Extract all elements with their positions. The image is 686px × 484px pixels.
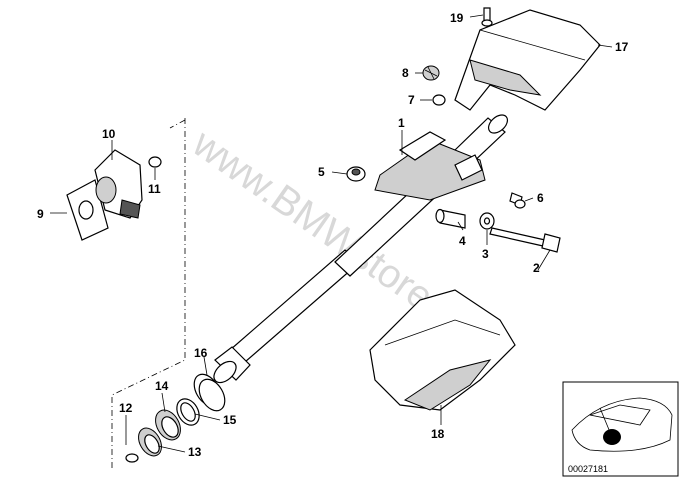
nut-11	[148, 156, 162, 168]
label-10: 10	[102, 127, 116, 141]
label-16: 16	[194, 346, 208, 360]
gear-ring-13	[138, 427, 162, 457]
thumbnail-code: 00027181	[568, 464, 608, 474]
label-12: 12	[119, 401, 133, 415]
label-3: 3	[482, 247, 489, 261]
clip-12	[125, 453, 139, 463]
label-11: 11	[148, 182, 161, 196]
leader-lines	[50, 14, 613, 453]
screw-19	[481, 7, 493, 27]
label-17: 17	[615, 40, 629, 54]
vehicle-thumbnail: 00027181	[562, 381, 679, 477]
label-7: 7	[408, 93, 415, 107]
label-2: 2	[533, 261, 540, 275]
label-15: 15	[223, 413, 237, 427]
ring-16	[193, 373, 226, 412]
label-4: 4	[459, 234, 466, 248]
lock-housing	[94, 149, 143, 219]
clip-nut	[422, 65, 440, 81]
spacer-sleeve	[435, 208, 466, 229]
label-18: 18	[431, 427, 445, 441]
washer-7	[432, 94, 446, 106]
label-5: 5	[318, 165, 325, 179]
ring-15	[176, 398, 200, 426]
label-6: 6	[537, 191, 544, 205]
gear-ring	[155, 409, 181, 441]
lower-trim-cover	[369, 289, 516, 411]
label-1: 1	[398, 116, 405, 130]
guide-lines	[111, 118, 186, 470]
upper-trim-cover	[454, 9, 601, 111]
bolt	[489, 227, 561, 253]
label-8: 8	[402, 66, 409, 80]
label-9: 9	[37, 207, 44, 221]
hex-nut	[346, 166, 366, 182]
label-14: 14	[155, 379, 169, 393]
label-19: 19	[450, 11, 464, 25]
screw-6	[509, 192, 526, 209]
part-labels: 1 2 3 4 5 6 7 8 9 10 11 12 13 14 15 16 1…	[37, 11, 629, 459]
label-13: 13	[188, 445, 202, 459]
column-bracket	[374, 131, 486, 201]
